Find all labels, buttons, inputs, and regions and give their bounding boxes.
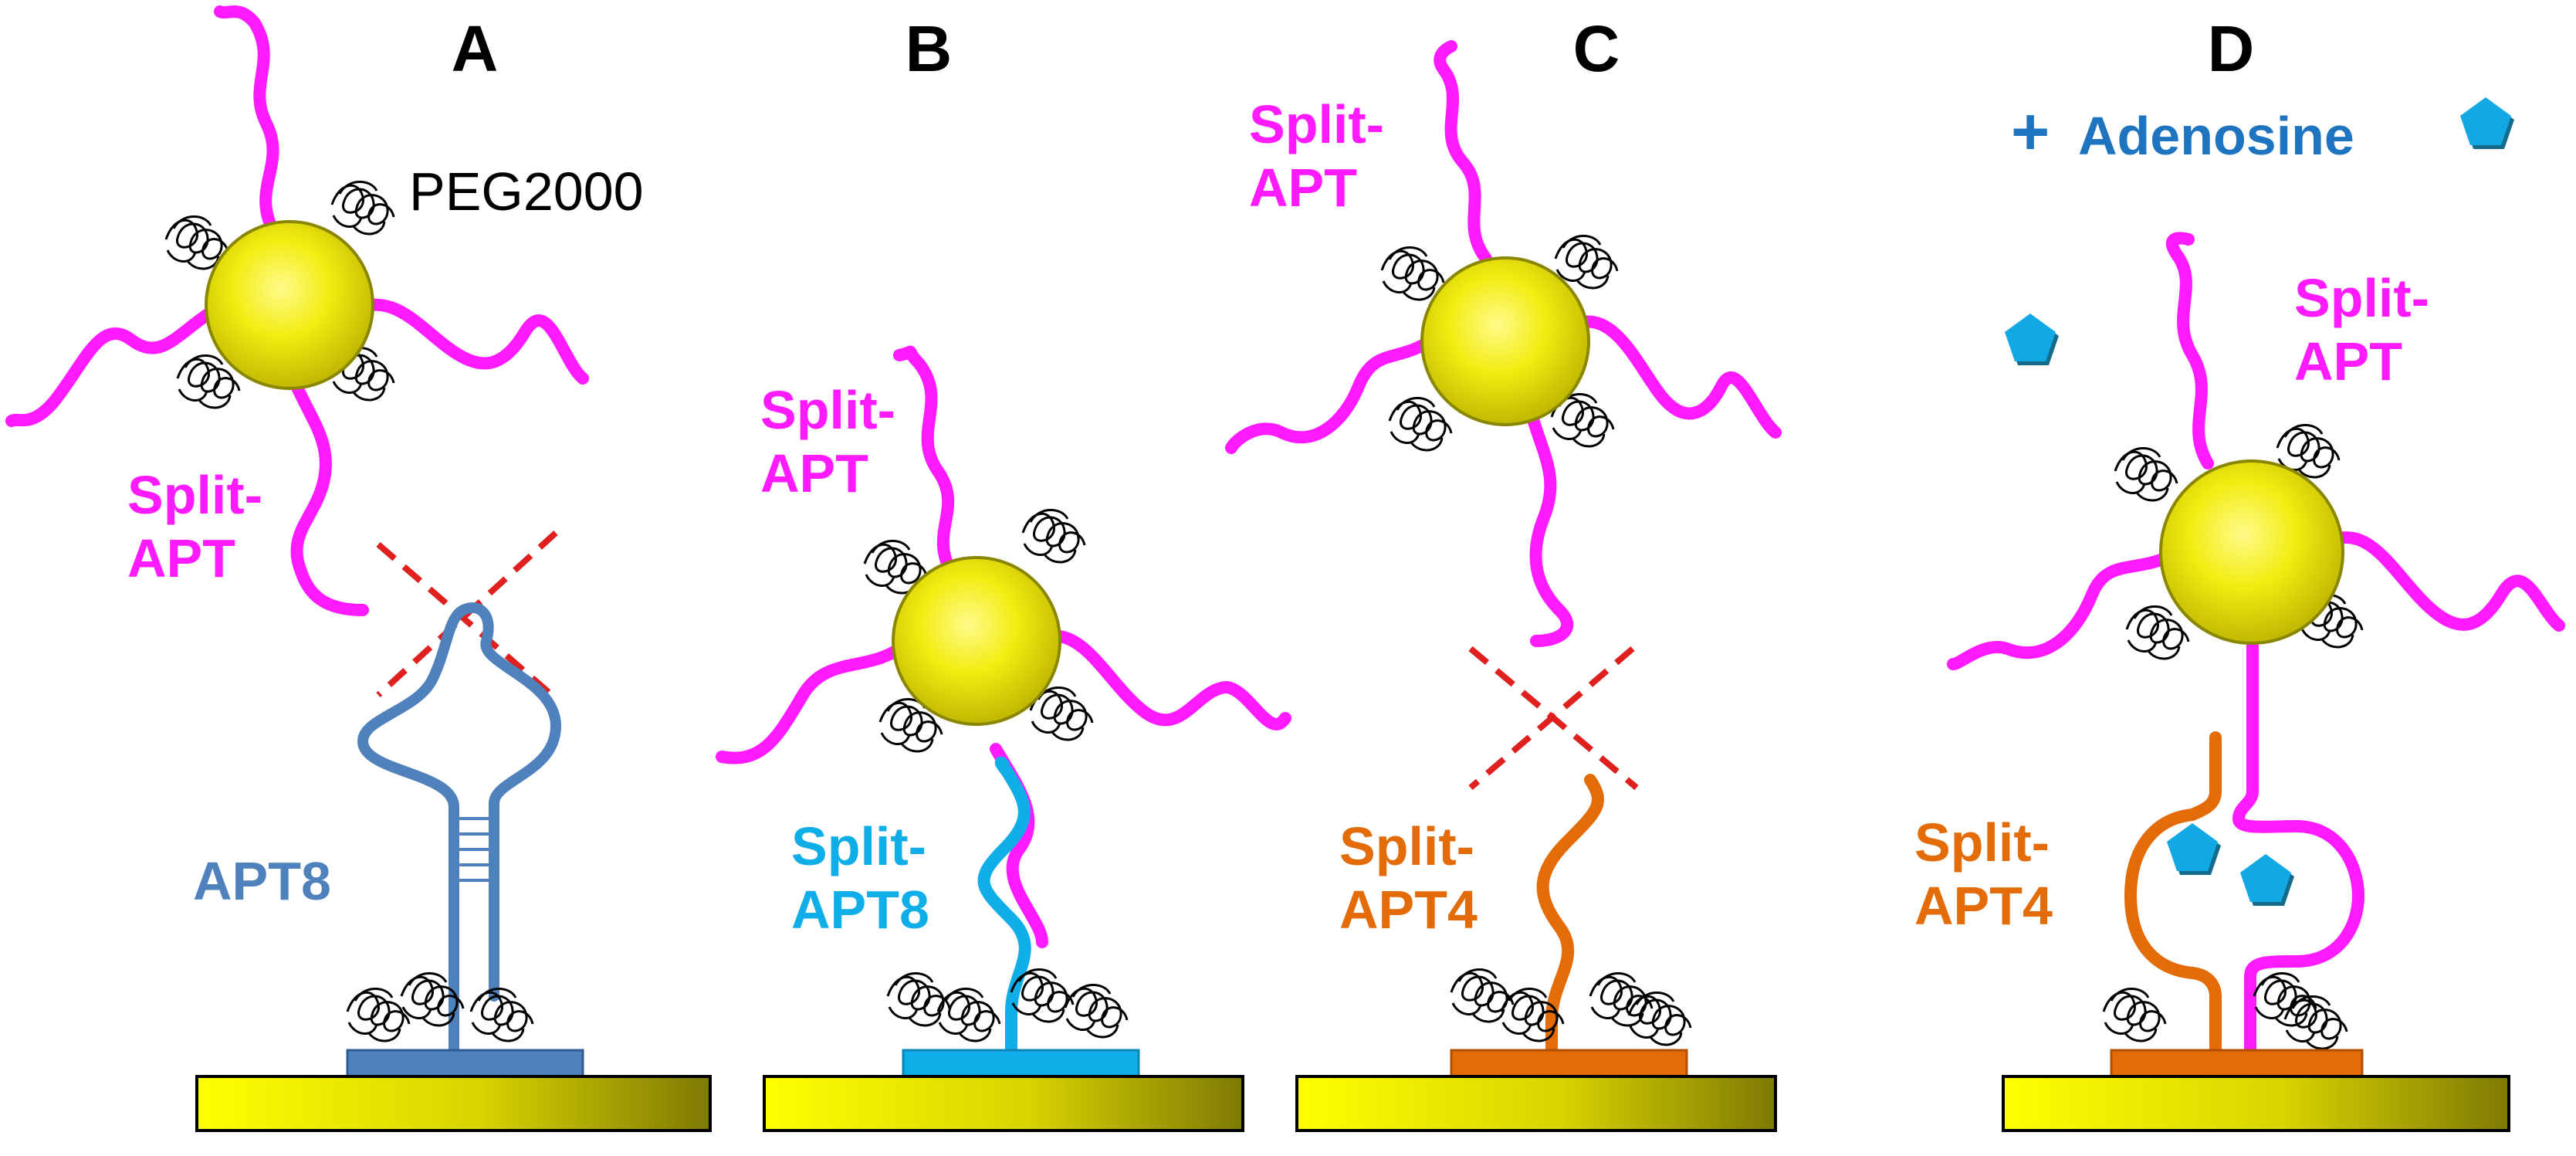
gold-nanoparticle-icon	[892, 556, 1061, 726]
panel-c-letter: C	[1573, 12, 1620, 85]
surface-label-c: Split- APT4	[1339, 816, 1489, 940]
panel-d: D + Adenosine Split- APT	[1914, 12, 2565, 1132]
gold-substrate-icon	[763, 1075, 1244, 1132]
particle-label-d: Split- APT	[2294, 268, 2444, 392]
apt8-hairpin	[357, 602, 561, 1056]
split-apt-strands-d	[1947, 232, 2565, 1072]
particle-label-a: Split- APT	[127, 465, 277, 588]
surface-label-d: Split- APT4	[1914, 812, 2064, 936]
panel-b-letter: B	[905, 12, 953, 85]
split-apt-strands-c	[1225, 40, 1782, 647]
surface-coils-c	[1450, 968, 1692, 1046]
anchor-bar-b	[902, 1049, 1140, 1078]
gold-nanoparticle-icon	[205, 220, 374, 390]
anchor-bar-d	[2110, 1049, 2364, 1078]
surface-coils-a	[346, 971, 534, 1042]
panel-d-letter: D	[2208, 12, 2255, 85]
panel-c: C Split- APT Split- APT4	[1225, 12, 1782, 1132]
surface-label-b: Split- APT8	[791, 816, 941, 940]
adenosine-pentagon-icon	[2460, 97, 2514, 149]
panel-a: A PEG2000 Split- APT	[5, 5, 712, 1132]
peg2000-label: PEG2000	[409, 161, 644, 222]
adenosine-label: Adenosine	[2078, 106, 2354, 166]
bound-adenosine	[2167, 823, 2294, 906]
panel-a-letter: A	[452, 12, 499, 85]
anchor-bar-a	[346, 1049, 584, 1078]
gold-substrate-icon	[195, 1075, 712, 1132]
anchor-bar-c	[1450, 1049, 1688, 1078]
split-apt4-strand	[1536, 774, 1604, 1056]
adenosine-pentagon-icon	[2005, 314, 2059, 365]
particle-label-c: Split- APT	[1249, 94, 1399, 218]
gold-nanoparticle-icon	[1420, 256, 1590, 426]
gold-nanoparticle-icon	[2159, 459, 2344, 645]
split-apt8-strand	[977, 756, 1031, 1056]
gold-substrate-icon	[1295, 1075, 1777, 1132]
particle-label-b: Split- APT	[760, 380, 910, 503]
surface-coils-d	[2102, 971, 2348, 1050]
gold-substrate-icon	[2002, 1075, 2510, 1132]
split-apt-strands-a	[5, 5, 589, 616]
surface-label-a: APT8	[193, 851, 331, 911]
panel-b: B Split- APT Split- APT8	[716, 12, 1291, 1132]
cross-mark-icon	[1468, 646, 1639, 791]
split-apt4-bubble	[2124, 731, 2222, 1056]
plus-sign: +	[2011, 95, 2050, 169]
